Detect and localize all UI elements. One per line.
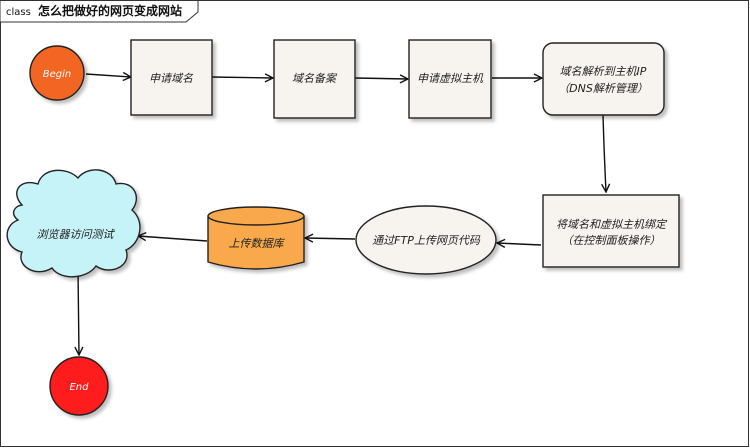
begin-node: Begin xyxy=(29,45,85,101)
arrow-bind-to-ftp xyxy=(497,243,542,245)
dns-resolve-node: 域名解析到主机IP （DNS解析管理） xyxy=(542,42,665,116)
begin-label: Begin xyxy=(43,69,71,80)
apply-vhost-node: 申请虚拟主机 xyxy=(408,39,492,119)
browser-test-label: 浏览器访问测试 xyxy=(37,228,116,241)
apply-vhost-label: 申请虚拟主机 xyxy=(417,72,484,85)
dns-label-line2: （DNS解析管理） xyxy=(558,82,648,95)
arrow-record-to-vhost xyxy=(354,78,408,79)
domain-record-label: 域名备案 xyxy=(292,72,338,85)
diagram-title-tab: class 怎么把做好的网页变成网站 xyxy=(0,0,199,23)
upload-db-node: 上传数据库 xyxy=(207,206,305,270)
ftp-upload-node: 通过FTP上传网页代码 xyxy=(355,205,497,275)
connectors xyxy=(78,74,606,355)
arrow-begin-to-apply-domain xyxy=(85,74,131,77)
arrow-db-to-browser xyxy=(138,236,208,242)
end-node: End xyxy=(49,356,109,416)
apply-domain-node: 申请域名 xyxy=(130,39,213,116)
bind-domain-node: 将域名和虚拟主机绑定 （在控制面板操作） xyxy=(542,194,680,268)
bind-label-line2: （在控制面板操作） xyxy=(562,234,661,247)
arrow-browser-to-end xyxy=(78,269,79,355)
end-label: End xyxy=(69,382,89,393)
arrow-apply-domain-to-record xyxy=(211,77,273,78)
arrow-dns-to-bind xyxy=(603,114,606,192)
bind-label-line1: 将域名和虚拟主机绑定 xyxy=(556,218,668,231)
upload-db-label: 上传数据库 xyxy=(229,237,286,250)
arrow-ftp-to-db xyxy=(305,238,356,239)
diagram-kind-label: class xyxy=(6,7,31,18)
diagram-title: class 怎么把做好的网页变成网站 xyxy=(6,3,182,18)
ftp-upload-label: 通过FTP上传网页代码 xyxy=(372,234,481,247)
apply-domain-label: 申请域名 xyxy=(149,72,194,85)
diagram-title-text: 怎么把做好的网页变成网站 xyxy=(38,3,182,18)
browser-test-node: 浏览器访问测试 xyxy=(6,169,141,278)
domain-record-node: 域名备案 xyxy=(273,39,356,119)
dns-label-line1: 域名解析到主机IP xyxy=(560,65,647,78)
